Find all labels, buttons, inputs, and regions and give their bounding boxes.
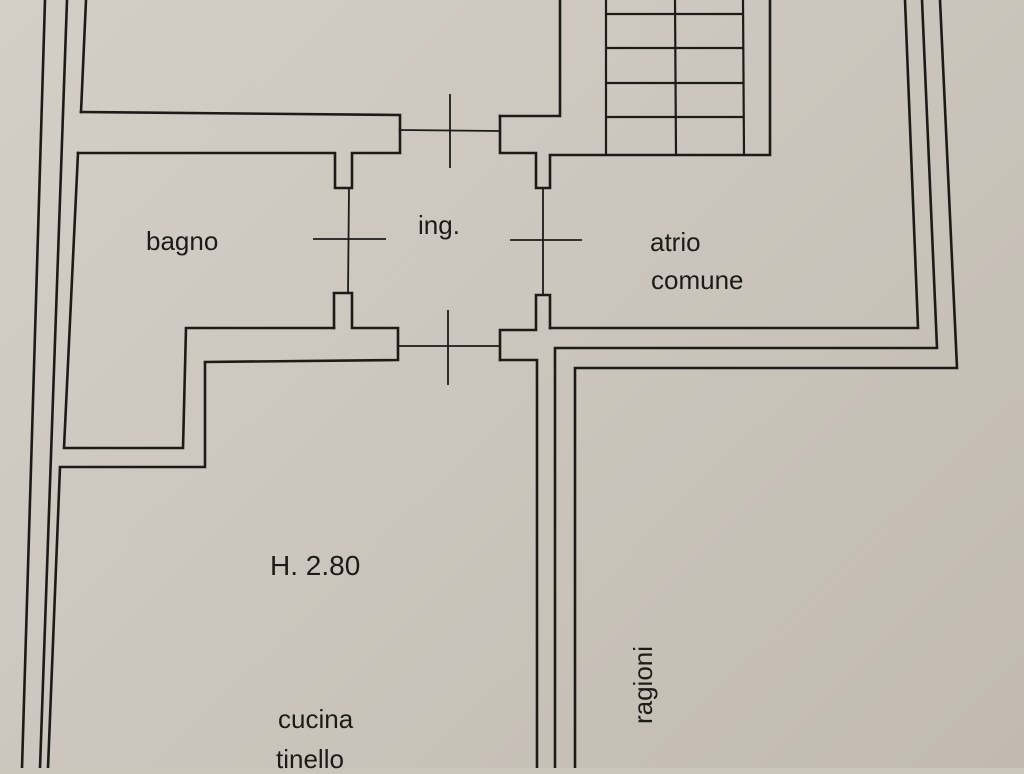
- room-label-tinello: tinello: [276, 744, 344, 774]
- right-outer-walls: [548, 0, 959, 768]
- ingresso-top-door: [399, 94, 501, 168]
- atrio-partition: [498, 188, 582, 362]
- room-label-bagno: bagno: [146, 226, 219, 256]
- upper-room-wall: [76, 110, 402, 190]
- room-label-comune: comune: [651, 265, 744, 295]
- room-label-atrio: atrio: [650, 227, 701, 257]
- ingresso-bottom-door: [398, 310, 500, 385]
- stairwell: [498, 0, 772, 190]
- room-label-ingresso: ing.: [418, 210, 460, 240]
- adjacent-label-ragioni: ragioni: [628, 645, 658, 725]
- room-label-cucina: cucina: [278, 704, 354, 734]
- cucina-right-walls: [498, 358, 539, 768]
- bagno-partition: [46, 151, 400, 768]
- ceiling-height-label: H. 2.80: [270, 550, 361, 581]
- left-outer-walls: [20, 0, 88, 768]
